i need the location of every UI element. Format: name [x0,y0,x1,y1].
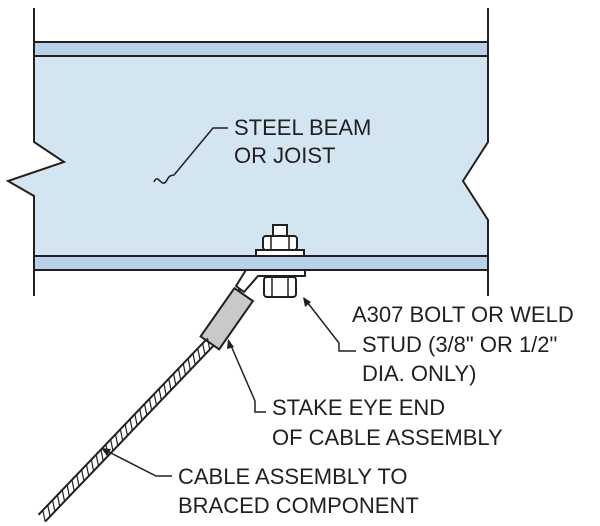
cable-strand-mark [56,494,61,507]
cable-strand-mark [95,454,100,467]
cable-strand-mark [202,342,206,356]
cable-strand-mark [192,352,196,366]
cable-strand-mark [197,347,201,361]
cable-strand-mark [61,489,66,502]
cable-strand-mark [71,479,75,492]
cable-strand-mark [51,499,56,512]
leader-cable-arrowhead [101,448,111,456]
cable-strand-mark [206,337,211,351]
cable-strand-mark [110,438,114,452]
label-steel-beam-line2: OR JOIST [234,143,335,168]
cable-strand-mark [139,408,143,421]
label-bolt-line2: STUD (3/8" OR 1/2" [362,332,557,357]
cable-strand-mark [90,459,95,472]
cable-strand-mark [42,509,46,523]
cable-strand-mark [143,403,148,416]
cable-strand-mark [134,413,138,426]
cable-strand-mark [119,428,124,442]
leader-stake-eye-arrowhead [227,339,234,349]
cable-strand-mark [76,474,80,487]
bolt-washer-top [255,249,305,257]
cable-strand-mark [148,398,153,411]
label-steel-beam-line1: STEEL BEAM [234,115,371,140]
bolt-nut-top [262,235,298,251]
label-bolt-line1: A307 BOLT OR WELD [352,302,574,327]
cable-strand-mark [172,373,177,386]
stake-eye-fitting [199,286,255,351]
label-stake-eye-line1: STAKE EYE END [272,395,445,420]
label-stake-eye-line2: OF CABLE ASSEMBLY [272,425,503,450]
label-cable-line1: CABLE ASSEMBLY TO [178,464,408,489]
cable-strand-mark [158,388,162,401]
cable-strand-mark [187,358,191,371]
cable-strand-mark [47,504,51,517]
leader-bolt-arrowhead [303,297,311,307]
cable-strand-mark [114,433,119,447]
cable-strand-mark [177,368,182,381]
bolt-head-bottom [263,276,297,298]
cable-strand-mark [129,418,133,431]
leader-steel-beam [153,127,228,184]
beam-bottom-flange [33,255,489,271]
stake-eye-plate [235,269,306,293]
leader-cable [102,448,172,477]
cable-strand-mark [81,469,85,482]
cable-strand-mark [66,484,70,497]
label-bolt-line3: DIA. ONLY) [362,361,477,386]
cable-strand-mark [163,383,167,396]
cable-strand-mark [153,393,158,406]
cable-strand-mark [168,378,172,391]
label-cable-line2: BRACED COMPONENT [178,493,419,518]
leader-stake-eye [228,340,266,413]
cable-strand-mark [85,464,90,477]
cable-strand-mark [182,363,187,376]
cable-strand-mark [100,449,104,462]
cable-assembly [37,337,215,523]
cable-strand-mark [124,423,129,437]
leader-bolt [303,297,356,352]
beam-top-flange [33,41,489,57]
